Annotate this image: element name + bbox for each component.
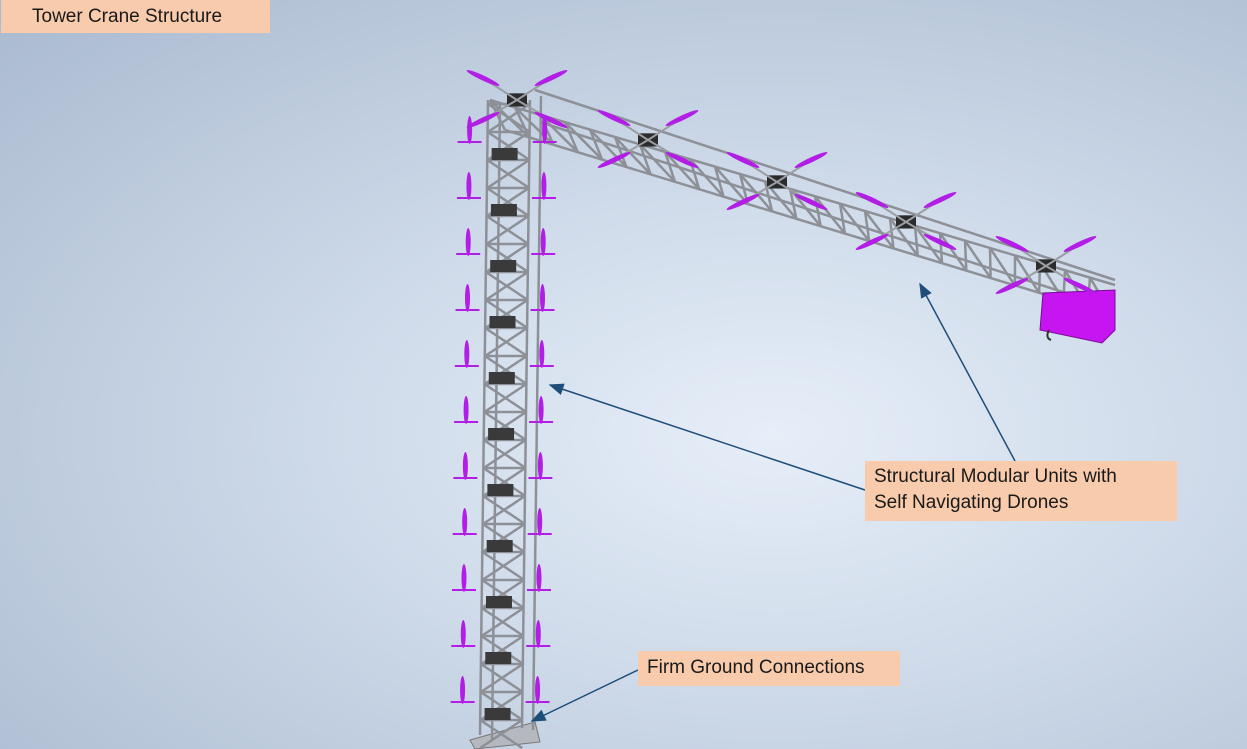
mast-drone-propeller	[465, 284, 471, 312]
drone-propeller	[534, 112, 568, 128]
mast-drone-propeller	[464, 340, 470, 368]
mast-drone-propeller	[538, 396, 544, 424]
jib-end-box	[1039, 289, 1116, 344]
mast-drone-body	[490, 260, 517, 272]
mast-drone-units	[450, 116, 557, 720]
mast-drone-propeller	[536, 564, 542, 592]
mast-drone-propeller	[535, 676, 541, 704]
drone-propeller	[855, 192, 889, 208]
mast-drone-propeller	[540, 284, 546, 312]
drone-propeller	[855, 234, 889, 250]
mast-drone-propeller	[542, 116, 548, 144]
mast-drone-propeller	[535, 620, 541, 648]
mast-drone-body	[486, 540, 513, 552]
mast-drone-propeller	[541, 172, 547, 200]
crane-hook	[1046, 329, 1052, 341]
mast-drone-body	[484, 708, 511, 720]
leader-line-ground	[530, 669, 639, 722]
mast-drone-propeller	[465, 228, 471, 256]
mast-drone-body	[488, 428, 515, 440]
mast-drone-propeller	[463, 396, 469, 424]
drone-propeller	[466, 70, 500, 86]
mast-drone-body	[489, 316, 516, 328]
drone-propeller	[995, 236, 1029, 252]
mast-drone-propeller	[462, 452, 468, 480]
mast-drone-propeller	[466, 172, 472, 200]
drone-propeller	[665, 110, 699, 126]
mast-drone-body	[491, 148, 518, 160]
mast-drone-propeller	[462, 508, 468, 536]
mast-drone-body	[487, 484, 514, 496]
mast-drone-propeller	[540, 228, 546, 256]
crane-jib	[488, 88, 1116, 317]
drone-propeller	[923, 234, 957, 250]
drone-propeller	[1063, 278, 1097, 294]
drone-propeller	[794, 194, 828, 210]
drone-propeller	[726, 152, 760, 168]
mast-drone-propeller	[539, 340, 545, 368]
leader-line-mast	[548, 383, 866, 491]
mast-drone-propeller	[537, 452, 543, 480]
drone-propeller	[597, 152, 631, 168]
mast-drone-propeller	[461, 564, 467, 592]
drone-propeller	[534, 70, 568, 86]
mast-drone-body	[485, 652, 512, 664]
mast-drone-body	[485, 596, 512, 608]
drone-propeller	[665, 152, 699, 168]
jib-drone-units	[466, 70, 1097, 294]
drone-propeller	[726, 194, 760, 210]
drone-propeller	[995, 278, 1029, 294]
mast-drone-propeller	[460, 620, 466, 648]
drone-propeller	[794, 152, 828, 168]
mast-drone-propeller	[537, 508, 543, 536]
drone-propeller	[1063, 236, 1097, 252]
mast-drone-propeller	[467, 116, 473, 144]
modular-units-callout: Structural Modular Units with Self Navig…	[865, 461, 1177, 521]
drone-propeller	[597, 110, 631, 126]
ground-connections-callout: Firm Ground Connections	[638, 651, 900, 686]
leader-line-jib	[919, 282, 1016, 462]
mast-drone-body	[490, 204, 517, 216]
mast-drone-body	[488, 372, 515, 384]
drone-propeller	[466, 112, 500, 128]
drone-propeller	[923, 192, 957, 208]
diagram-title: Tower Crane Structure	[1, 0, 270, 33]
mast-drone-propeller	[460, 676, 466, 704]
